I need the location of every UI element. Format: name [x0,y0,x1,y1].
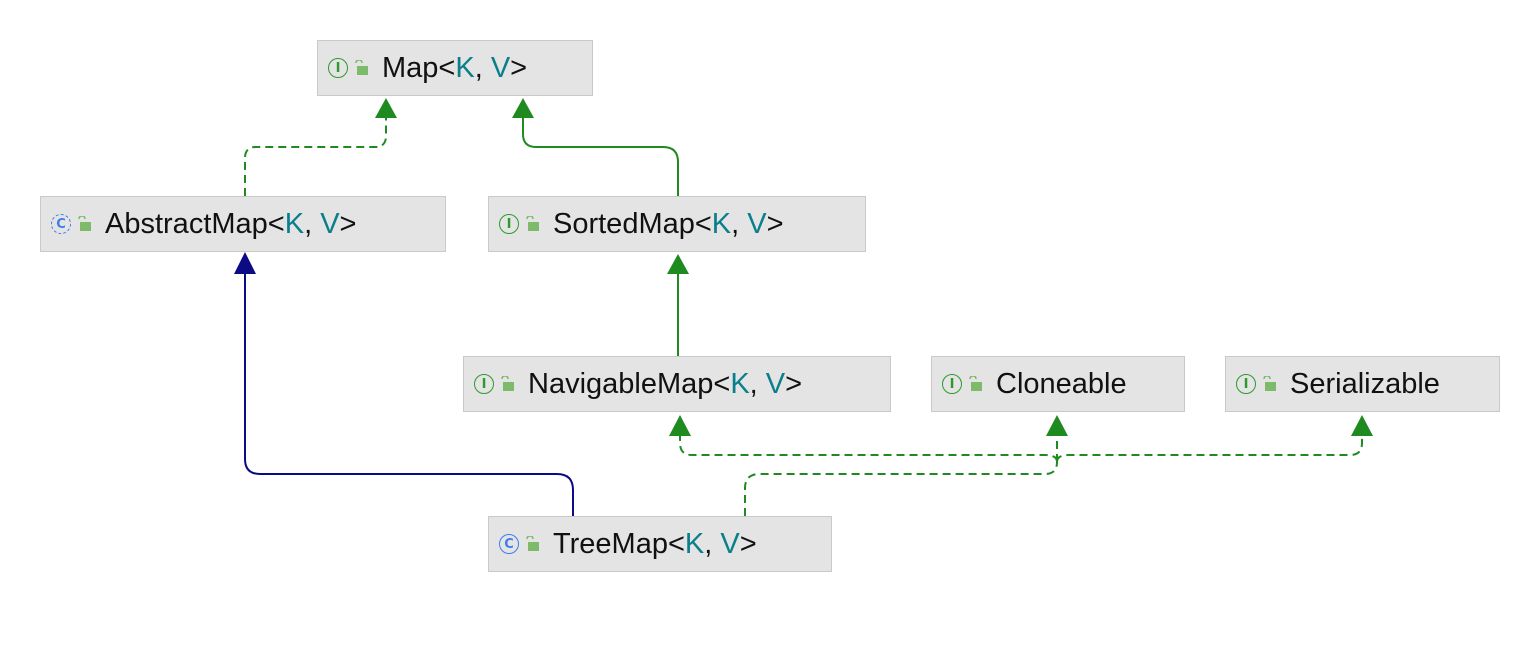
type-param-k: K [711,207,732,240]
type-param-v: V [747,207,767,240]
node-abstractmap[interactable]: C AbstractMap<K, V> [40,196,446,252]
edge-treemap-to-serializable [1056,436,1363,463]
class-name: SortedMap [553,207,695,240]
unlocked-lock-icon [526,216,539,231]
type-param-v: V [720,527,740,560]
node-label: TreeMap<K, V> [553,528,757,561]
type-param-v: V [320,207,340,240]
node-treemap[interactable]: C TreeMap<K, V> [488,516,832,572]
interface-badge-icon: I [942,374,962,394]
arrowhead-sortedmap [667,254,689,274]
node-map[interactable]: I Map<K, V> [317,40,593,96]
class-name: Serializable [1290,367,1440,400]
edge-sortedmap-to-map [522,118,679,196]
type-close-bracket: > [510,51,528,84]
type-separator: , [731,207,748,240]
unlocked-lock-icon [526,536,539,551]
type-close-bracket: > [739,527,757,560]
edge-treemap-trunk [744,461,1058,516]
type-open-bracket: < [694,207,712,240]
interface-badge-icon: I [1236,374,1256,394]
unlocked-lock-icon [1263,376,1276,391]
type-param-v: V [490,51,511,84]
type-separator: , [749,367,766,400]
type-open-bracket: < [438,51,456,84]
type-separator: , [704,527,721,560]
node-label: NavigableMap<K, V> [528,368,802,401]
edge-abstractmap-to-map [244,118,387,196]
node-label: AbstractMap<K, V> [105,208,356,241]
arrowhead-map-left [375,98,397,118]
node-sortedmap[interactable]: I SortedMap<K, V> [488,196,866,252]
interface-badge-icon: I [328,58,348,78]
node-label: SortedMap<K, V> [553,208,784,241]
type-separator: , [304,207,321,240]
edge-treemap-to-abstractmap [244,274,574,516]
type-param-v: V [765,367,786,400]
unlocked-lock-icon [969,376,982,391]
type-param-k: K [684,527,705,560]
type-open-bracket: < [667,527,685,560]
node-label: Map<K, V> [382,52,527,85]
arrowhead-navigablemap [669,415,691,436]
type-close-bracket: > [339,207,357,240]
abstract-class-badge-icon: C [51,214,71,234]
unlocked-lock-icon [501,376,514,391]
type-separator: , [474,51,491,84]
type-open-bracket: < [267,207,285,240]
node-navigablemap[interactable]: I NavigableMap<K, V> [463,356,891,412]
node-cloneable[interactable]: I Cloneable [931,356,1185,412]
arrowhead-abstractmap [234,252,256,274]
interface-badge-icon: I [499,214,519,234]
class-name: TreeMap [553,527,668,560]
interface-badge-icon: I [474,374,494,394]
arrowhead-map-right [512,98,534,118]
type-open-bracket: < [713,367,731,400]
class-name: Map [382,51,439,84]
class-name: NavigableMap [528,367,714,400]
node-serializable[interactable]: I Serializable [1225,356,1500,412]
arrowhead-cloneable [1046,415,1068,436]
type-param-k: K [455,51,475,84]
edge-treemap-to-navigablemap [679,436,1058,463]
type-param-k: K [730,367,750,400]
arrowhead-serializable [1351,415,1373,436]
class-name: AbstractMap [105,207,268,240]
type-param-k: K [284,207,305,240]
unlocked-lock-icon [355,60,368,75]
class-badge-icon: C [499,534,519,554]
type-close-bracket: > [785,367,803,400]
class-name: Cloneable [996,367,1127,400]
type-close-bracket: > [766,207,784,240]
unlocked-lock-icon [78,216,91,231]
